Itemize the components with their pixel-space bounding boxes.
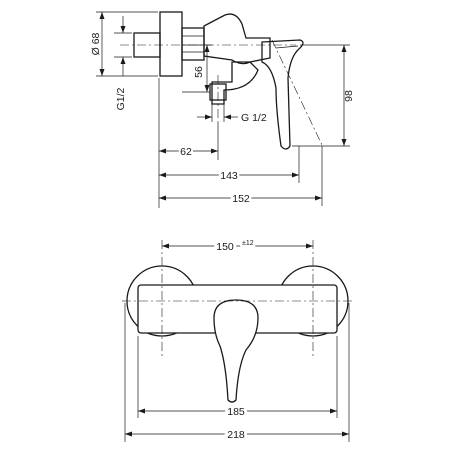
side-outlet-spout xyxy=(211,61,259,105)
dim-outlet-thread: G 1/2 xyxy=(241,112,267,124)
dim-height-98: 98 xyxy=(343,90,355,102)
side-connector-block xyxy=(181,27,205,61)
dim-width-218: 218 xyxy=(227,429,245,441)
dim-depth-152: 152 xyxy=(232,193,250,205)
dim-inlet-thread: G1/2 xyxy=(115,87,127,110)
side-mixer-body xyxy=(203,13,271,65)
dim-center-tolerance: ±12 xyxy=(242,240,254,247)
dim-diameter-68: Ø 68 xyxy=(90,32,102,55)
dim-depth-143: 143 xyxy=(220,170,238,182)
side-view: Ø 68 G1/2 56 G 1/2 98 xyxy=(90,11,355,208)
front-lever xyxy=(213,299,259,403)
dim-center-150: 150 xyxy=(216,241,234,253)
side-rosette xyxy=(159,11,183,77)
side-lever-handle xyxy=(261,39,304,150)
dim-width-185: 185 xyxy=(227,406,245,418)
dim-height-56: 56 xyxy=(193,66,205,78)
dim-depth-62: 62 xyxy=(180,146,192,158)
front-view: 150 ±12 185 218 xyxy=(122,238,354,444)
